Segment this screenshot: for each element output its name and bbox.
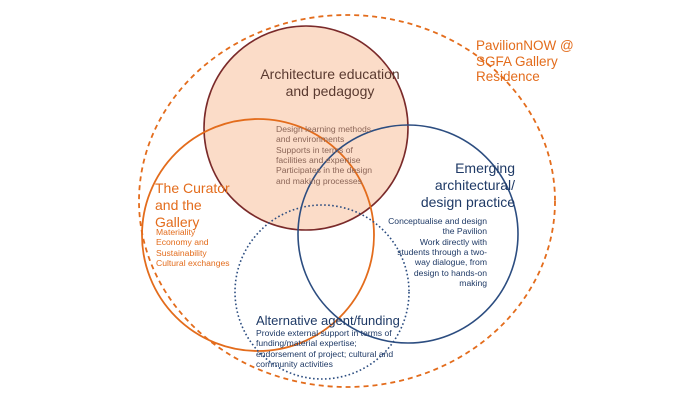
emerging-title: Emerging architectural/ design practice <box>420 160 515 210</box>
education-circle <box>203 25 409 231</box>
emerging-body: Conceptualise and design the Pavilion Wo… <box>362 216 487 288</box>
alternative-title: Alternative agent/funding <box>256 313 400 328</box>
education-line: Design learning methods <box>276 124 372 134</box>
emerging-line: way dialogue, from <box>414 257 487 268</box>
education-line: Supports in terms of <box>276 144 353 155</box>
emerging-line: design to hands-on <box>413 267 487 278</box>
alternative-line: community activities <box>256 358 333 369</box>
education-title: Architecture education and pedagogy <box>260 66 400 100</box>
alternative-body: Provide external support in terms of fun… <box>256 328 406 369</box>
curator-line: Materiality <box>156 227 196 237</box>
education-body: Design learning methods and environments… <box>276 124 372 186</box>
alternative-line: Provide external support in terms of <box>256 328 392 338</box>
curator-line: Cultural exchanges <box>156 257 230 268</box>
pavilion-outer-circle <box>138 14 556 388</box>
emerging-line: students through a two- <box>397 246 487 257</box>
emerging-circle <box>297 124 519 344</box>
curator-line: Sustainability <box>156 247 207 258</box>
education-line: and making processes <box>276 175 362 186</box>
curator-body: Materiality Economy and Sustainability C… <box>156 227 230 268</box>
education-line: Participates in the design <box>276 165 373 176</box>
emerging-line: the Pavilion <box>442 226 487 237</box>
education-line: facilities and expertise <box>276 154 361 165</box>
alternative-line: funding/material expertise; <box>256 338 357 349</box>
education-line: and environments <box>276 134 345 145</box>
alternative-line: endorsement of project; cultural and <box>256 348 394 359</box>
emerging-line: Conceptualise and design <box>388 216 487 226</box>
emerging-line: making <box>459 277 487 288</box>
pavilion-title: PavilionNOW @ SGFA Gallery Residence <box>476 38 574 85</box>
emerging-line: Work directly with <box>419 236 487 247</box>
curator-line: Economy and <box>156 237 209 248</box>
alternative-circle <box>234 204 410 380</box>
curator-title: The Curator and the Gallery <box>155 180 230 230</box>
